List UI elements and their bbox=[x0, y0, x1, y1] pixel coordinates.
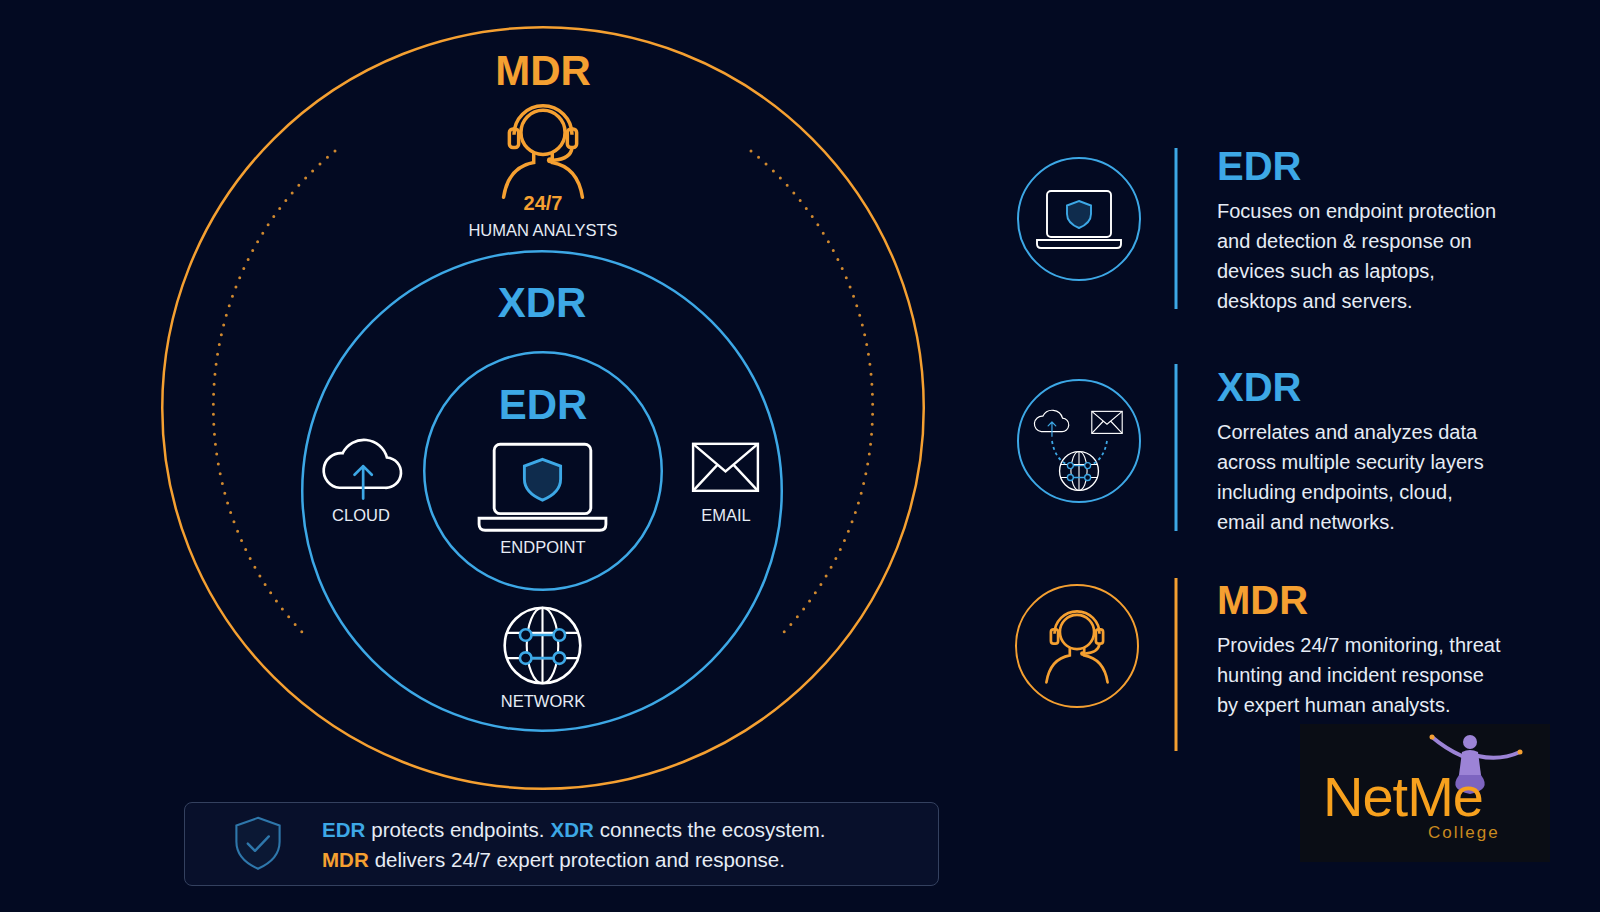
row-body: Focuses on endpoint protection and detec… bbox=[1217, 196, 1501, 316]
ring-heading: EDR bbox=[423, 383, 663, 427]
ring-circle bbox=[162, 27, 924, 789]
icon-label: NETWORK bbox=[483, 691, 603, 711]
logo-subtitle: College bbox=[1428, 823, 1500, 843]
row-heading: MDR bbox=[1217, 580, 1557, 620]
xdr-ring: XDR CLOUD EMAIL NETWORK EDR ENDPOINT bbox=[301, 250, 783, 732]
summary-box: EDRprotects endpoints.XDRconnects the ec… bbox=[184, 802, 939, 886]
info-row: XDR Correlates and analyzes data across m… bbox=[1010, 367, 1570, 547]
summary-term: XDR bbox=[551, 815, 594, 845]
summary-text: connects the ecosystem. bbox=[600, 815, 826, 845]
row-heading: EDR bbox=[1217, 146, 1557, 186]
network-icon bbox=[505, 608, 581, 684]
summary-text: protects endpoints. bbox=[371, 815, 544, 845]
icon-label: ENDPOINT bbox=[423, 537, 663, 557]
network-icon bbox=[1060, 452, 1099, 491]
endpoint-icon bbox=[479, 444, 606, 530]
logo-wordmark: NetMe bbox=[1323, 769, 1483, 825]
summary-term: MDR bbox=[322, 845, 369, 875]
row-body: Provides 24/7 monitoring, threat hunting… bbox=[1217, 630, 1501, 720]
analyst-icon bbox=[504, 106, 583, 198]
mdr-ring: MDR 24/7HUMAN ANALYSTS XDR CLOUD EMAIL NETWOR… bbox=[161, 26, 925, 790]
cloud-icon bbox=[1034, 410, 1068, 436]
dotted-arc bbox=[751, 151, 873, 632]
summary-line: EDRprotects endpoints.XDRconnects the ec… bbox=[322, 815, 825, 845]
figure-arm bbox=[1432, 737, 1462, 756]
ring-label: HUMAN ANALYSTS bbox=[161, 220, 925, 240]
summary-text: delivers 24/7 expert protection and resp… bbox=[375, 845, 785, 875]
figure-arm bbox=[1478, 752, 1520, 758]
figure-cuff bbox=[1518, 750, 1523, 755]
edr-ring: EDR ENDPOINT bbox=[423, 351, 663, 591]
ring-caption: 24/7 bbox=[161, 191, 925, 215]
divider-line bbox=[1175, 578, 1178, 751]
summary-line: MDRdelivers 24/7 expert protection and r… bbox=[322, 845, 785, 875]
divider-line bbox=[1175, 148, 1178, 309]
icon-ring bbox=[1018, 380, 1140, 502]
figure-head bbox=[1463, 735, 1477, 749]
info-row: EDR Focuses on endpoint protection and de… bbox=[1010, 146, 1570, 326]
cloud-icon bbox=[324, 440, 401, 499]
row-body: Correlates and analyzes data across mult… bbox=[1217, 417, 1501, 537]
analyst-icon bbox=[1046, 611, 1107, 682]
icon-ring bbox=[1016, 585, 1138, 707]
email-icon bbox=[1092, 411, 1122, 433]
ring-heading: MDR bbox=[161, 49, 925, 93]
ring-heading: XDR bbox=[301, 281, 783, 325]
divider-line bbox=[1175, 364, 1178, 531]
info-row: MDR Provides 24/7 monitoring, threat hunt… bbox=[1010, 580, 1570, 760]
icon-label: CLOUD bbox=[301, 505, 421, 525]
email-icon bbox=[693, 444, 758, 491]
row-heading: XDR bbox=[1217, 367, 1557, 407]
icon-label: EMAIL bbox=[666, 505, 786, 525]
dashed-link bbox=[1052, 441, 1107, 464]
icon-ring bbox=[1018, 158, 1140, 280]
logo-panel bbox=[1300, 724, 1550, 862]
dotted-arc bbox=[213, 151, 335, 632]
figure-cuff bbox=[1430, 735, 1435, 740]
endpoint-icon bbox=[1037, 191, 1121, 248]
summary-term: EDR bbox=[322, 815, 365, 845]
